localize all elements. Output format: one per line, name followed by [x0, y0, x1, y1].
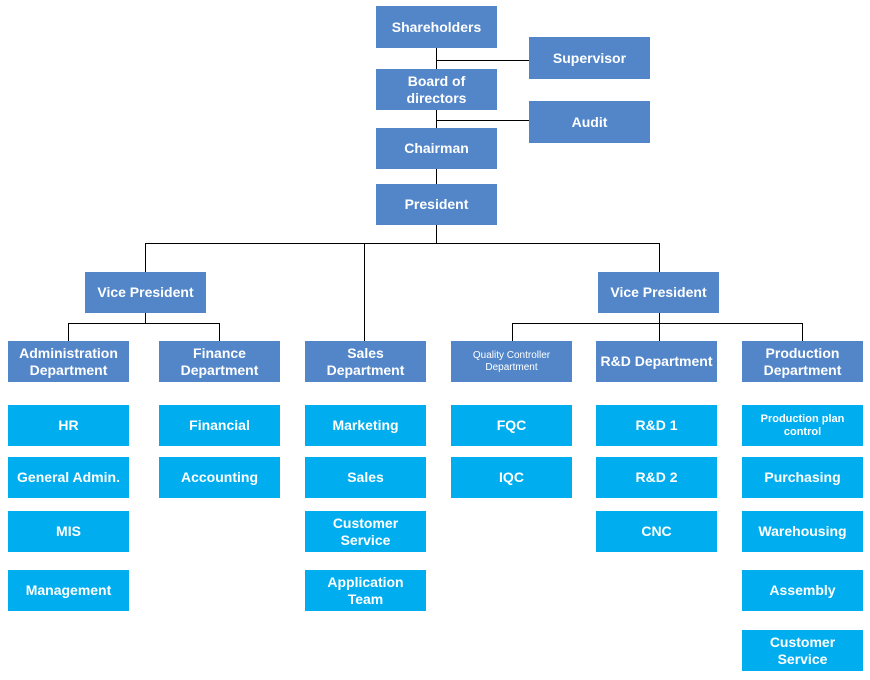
unit-purchasing-box: Purchasing [742, 457, 863, 498]
sales-department-box: Sales Department [305, 341, 426, 382]
unit-cnc-box: CNC [596, 511, 717, 552]
unit-financial-box: Financial [159, 405, 280, 446]
vice-president-right-box: Vice President [598, 272, 719, 313]
supervisor-box: Supervisor [529, 37, 650, 79]
unit-hr-box: HR [8, 405, 129, 446]
connector-line [219, 323, 220, 341]
quality-controller-department-box: Quality Controller Department [451, 341, 572, 382]
unit-accounting-box: Accounting [159, 457, 280, 498]
production-department-box: Production Department [742, 341, 863, 382]
chairman-box: Chairman [376, 128, 497, 169]
connector-line [512, 323, 513, 341]
president-box: President [376, 184, 497, 225]
unit-warehousing-box: Warehousing [742, 511, 863, 552]
unit-fqc-box: FQC [451, 405, 572, 446]
unit-assembly-box: Assembly [742, 570, 863, 611]
connector-line [512, 323, 803, 324]
board-of-directors-box: Board of directors [376, 69, 497, 110]
unit-iqc-box: IQC [451, 457, 572, 498]
connector-line [436, 225, 437, 244]
unit-customer-service-box: Customer Service [305, 511, 426, 552]
connector-line [145, 313, 146, 324]
unit-rnd-2-box: R&D 2 [596, 457, 717, 498]
audit-box: Audit [529, 101, 650, 143]
administration-department-box: Administration Department [8, 341, 129, 382]
shareholders-box: Shareholders [376, 6, 497, 48]
connector-line [145, 243, 660, 244]
unit-mis-box: MIS [8, 511, 129, 552]
rnd-department-box: R&D Department [596, 341, 717, 382]
connector-line [436, 60, 529, 61]
unit-marketing-box: Marketing [305, 405, 426, 446]
connector-line [145, 243, 146, 272]
unit-sales-box: Sales [305, 457, 426, 498]
connector-line [68, 323, 220, 324]
connector-line [659, 323, 660, 341]
connector-line [802, 323, 803, 341]
connector-line [68, 323, 69, 341]
finance-department-box: Finance Department [159, 341, 280, 382]
vice-president-left-box: Vice President [85, 272, 206, 313]
unit-rnd-1-box: R&D 1 [596, 405, 717, 446]
connector-line [659, 313, 660, 324]
unit-application-team-box: Application Team [305, 570, 426, 611]
connector-line [659, 243, 660, 272]
unit-management-box: Management [8, 570, 129, 611]
unit-production-customer-service-box: Customer Service [742, 630, 863, 671]
connector-line [364, 243, 365, 341]
connector-line [436, 110, 437, 128]
connector-line [436, 169, 437, 184]
unit-production-plan-control-box: Production plan control [742, 405, 863, 446]
unit-general-admin-box: General Admin. [8, 457, 129, 498]
connector-line [436, 120, 529, 121]
connector-line [436, 48, 437, 69]
